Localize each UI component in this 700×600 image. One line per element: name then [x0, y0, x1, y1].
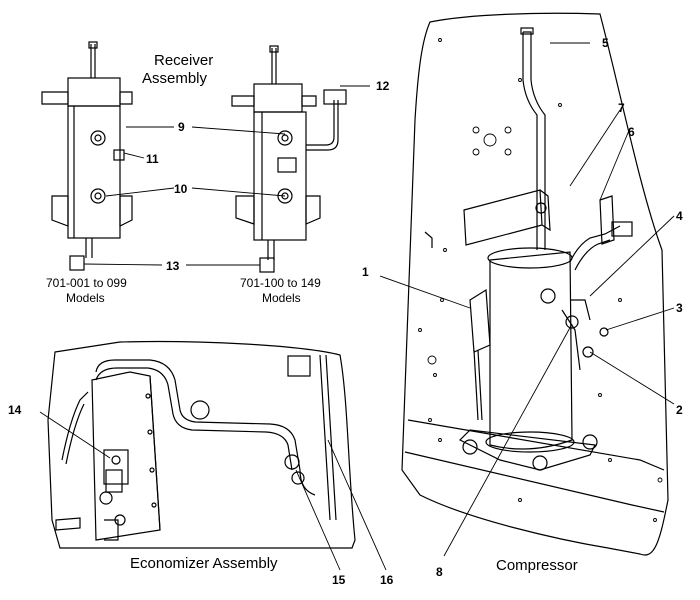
- compressor-bracket: [463, 189, 551, 246]
- economizer-panel-outline: [47, 340, 356, 549]
- receiver-assembly-left: [41, 41, 133, 271]
- leader-6: [599, 127, 631, 201]
- leader-10b: [191, 187, 286, 197]
- callout-13: 13: [166, 259, 180, 273]
- compressor-title: Compressor: [496, 557, 578, 574]
- compressor-base-plate: [404, 419, 665, 513]
- leader-16: [327, 439, 387, 571]
- panel-holes: [418, 38, 663, 522]
- right-model-range: 701-100 to 149: [240, 276, 321, 290]
- left-model-caption: Models: [66, 291, 105, 305]
- callout-2: 2: [676, 403, 683, 417]
- leader-8: [443, 323, 573, 557]
- callout-6: 6: [628, 125, 635, 139]
- leader-4: [589, 215, 675, 297]
- leader-2: [589, 351, 675, 405]
- callout-10: 10: [174, 182, 188, 196]
- receiver-assembly-right: [231, 45, 347, 273]
- compressor-body: [469, 247, 575, 453]
- economizer-title: Economizer Assembly: [130, 555, 278, 572]
- callout-9: 9: [178, 120, 185, 134]
- callout-16: 16: [380, 573, 394, 587]
- callout-14: 14: [8, 403, 22, 417]
- left-model-range: 701-001 to 099: [46, 276, 127, 290]
- leader-15: [295, 469, 341, 571]
- leader-13a: [83, 263, 163, 266]
- leader-9b: [191, 126, 286, 135]
- callout-5: 5: [602, 36, 609, 50]
- suction-piping: [561, 225, 621, 371]
- leader-14: [39, 411, 111, 459]
- callout-8: 8: [436, 565, 443, 579]
- callout-4: 4: [676, 209, 683, 223]
- compressor-panel-outline: [401, 12, 669, 556]
- discharge-pipe: [522, 31, 546, 250]
- callout-1: 1: [362, 265, 369, 279]
- callout-15: 15: [332, 573, 346, 587]
- callout-11: 11: [146, 152, 159, 166]
- leader-10a: [105, 187, 175, 197]
- receiver-title-line1: Receiver: [154, 52, 213, 69]
- leader-3: [605, 307, 675, 331]
- callout-3: 3: [676, 301, 683, 315]
- callout-7: 7: [618, 101, 625, 115]
- compressor-assembly-drawing: [401, 12, 669, 556]
- economizer-assembly-drawing: [47, 340, 356, 549]
- leader-11: [123, 152, 145, 159]
- compressor-feet: [458, 429, 596, 471]
- right-model-caption: Models: [262, 291, 301, 305]
- leader-1: [379, 275, 471, 309]
- receiver-title-line2: Assembly: [142, 70, 208, 87]
- leader-7: [569, 109, 621, 187]
- callout-12: 12: [376, 79, 390, 93]
- leader-lines: [39, 42, 675, 571]
